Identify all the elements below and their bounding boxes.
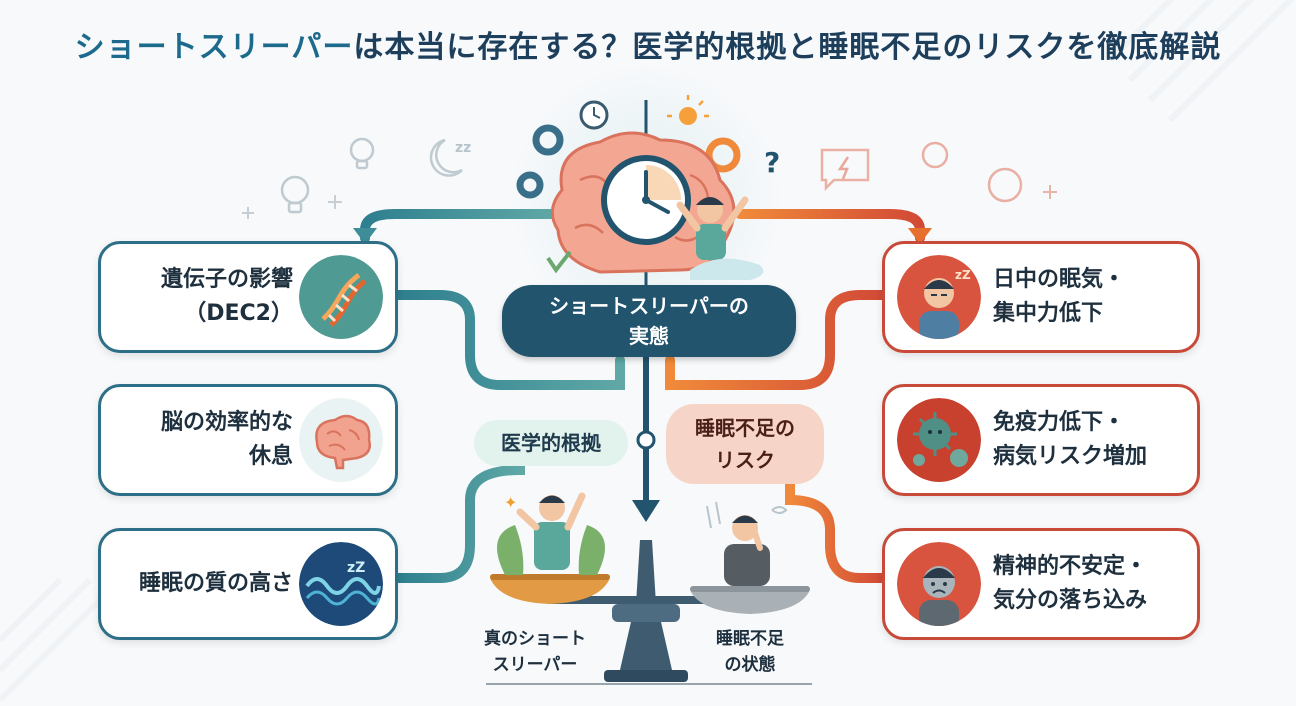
sad-person-icon: [897, 542, 981, 626]
right-arrow-head: [908, 228, 932, 244]
svg-text:?: ?: [764, 146, 780, 179]
virus-icon: [897, 398, 981, 482]
card-sleep-quality: 睡眠の質の高さ zZ: [98, 528, 398, 640]
card-daytime-sleepiness: zZ 日中の眠気・集中力低下: [882, 241, 1200, 353]
dna-icon: [299, 255, 383, 339]
card-label: 精神的不安定・気分の落ち込み: [993, 554, 1148, 613]
brain-icon: [299, 398, 383, 482]
sleep-wave-icon: zZ: [299, 542, 383, 626]
card-immunity-decline: 免疫力低下・病気リスク増加: [882, 384, 1200, 496]
card-label: 免疫力低下・病気リスク増加: [993, 410, 1148, 469]
hub-illustration: ?: [516, 95, 780, 280]
svg-text:✦: ✦: [504, 493, 517, 512]
balance-scale: ✦: [486, 492, 812, 685]
card-gene-influence: 遺伝子の影響（DEC2）: [98, 241, 398, 353]
scale-label-sleep-deprived: 睡眠不足の状態: [716, 629, 784, 675]
left-arrow-head: [353, 228, 377, 244]
sleepy-person-icon: zZ: [897, 255, 981, 339]
card-label: 脳の効率的な休息: [160, 410, 293, 469]
medical-basis-pill: 医学的根拠: [474, 420, 628, 466]
card-label: 睡眠の質の高さ: [138, 571, 293, 596]
sleep-deprivation-risk-pill: 睡眠不足のリスク: [666, 404, 824, 484]
svg-text:zZ: zZ: [955, 268, 971, 282]
svg-text:zZ: zZ: [347, 560, 365, 576]
hub-pill: ショートスリーパーの実態: [502, 285, 796, 357]
card-label: 日中の眠気・集中力低下: [993, 267, 1126, 326]
card-label: 遺伝子の影響（DEC2）: [160, 267, 293, 326]
title-accent: ショートスリーパー: [74, 30, 354, 65]
title-rest: は本当に存在する？医学的根拠と睡眠不足のリスクを徹底解説: [353, 30, 1222, 65]
scale-label-true-short-sleeper: 真のショートスリーパー: [484, 629, 586, 675]
svg-text:zz: zz: [455, 140, 471, 156]
card-brain-rest: 脳の効率的な休息: [98, 384, 398, 496]
card-mental-instability: 精神的不安定・気分の落ち込み: [882, 528, 1200, 640]
page-title: ショートスリーパーは本当に存在する？医学的根拠と睡眠不足のリスクを徹底解説: [0, 22, 1296, 66]
